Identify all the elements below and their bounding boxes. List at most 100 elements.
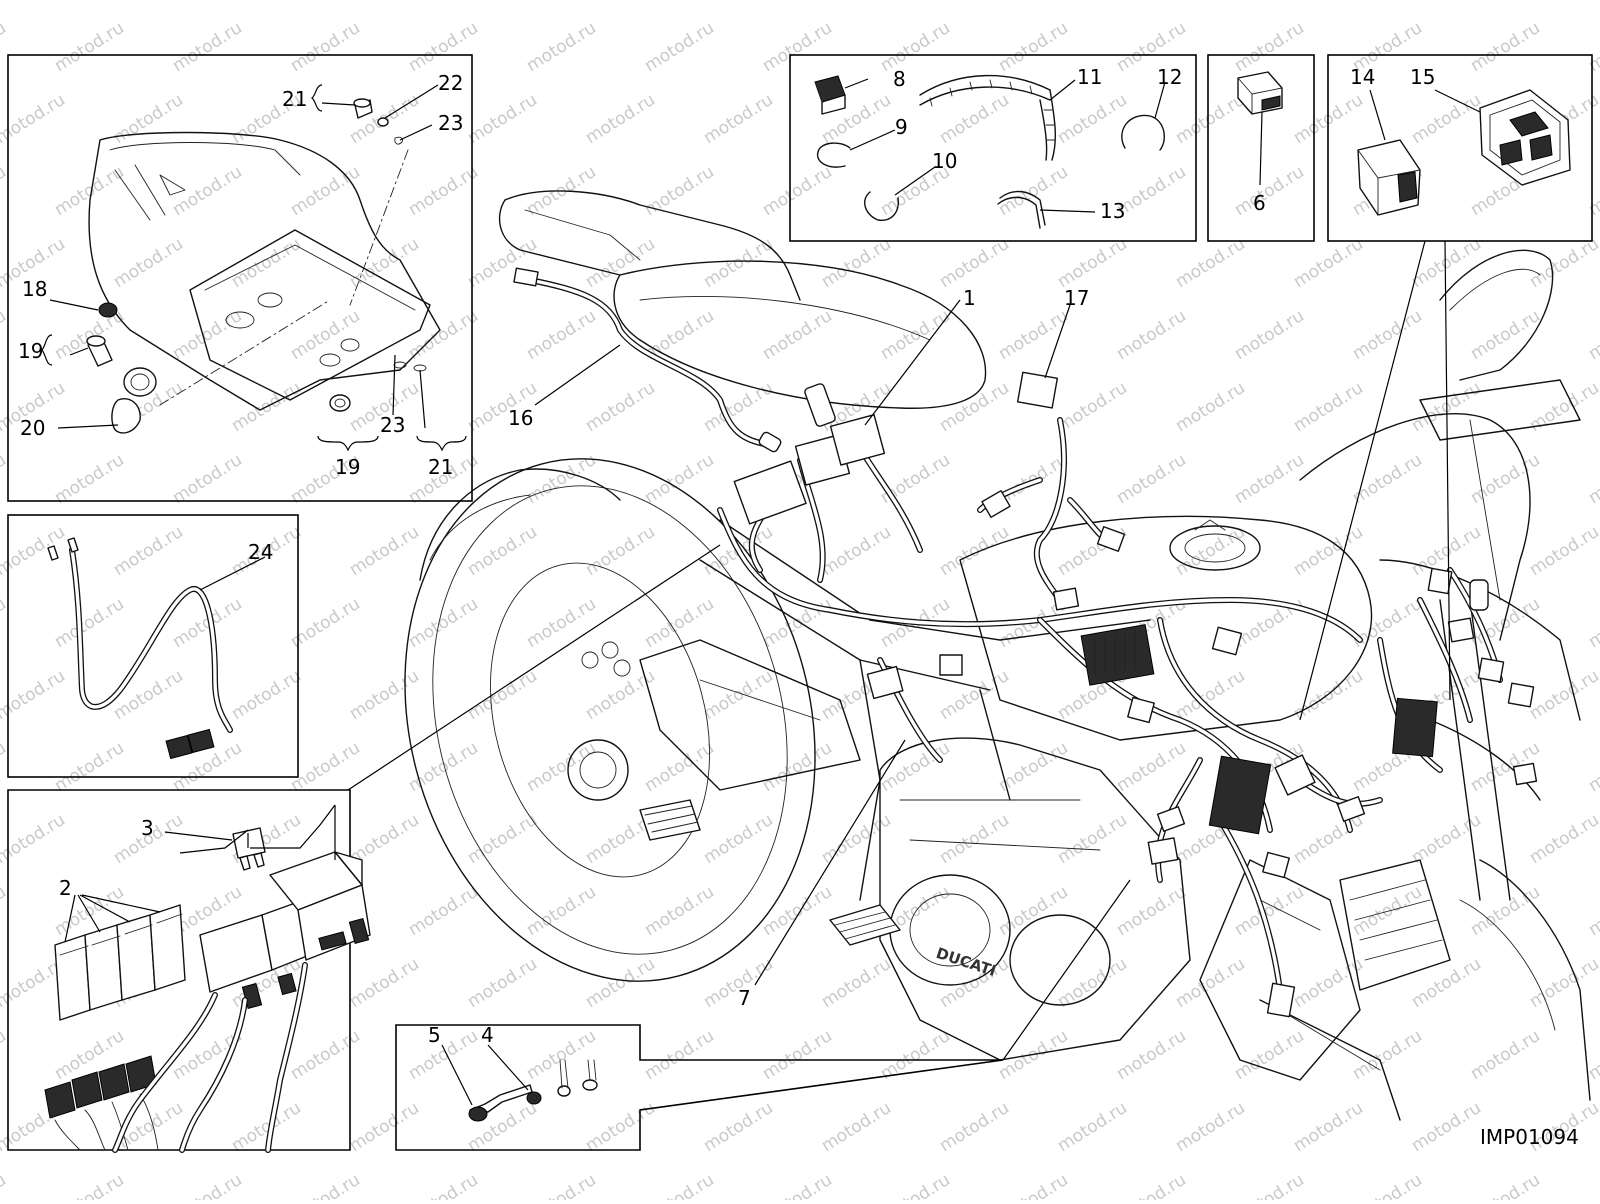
motorcycle-outline: DUCATI [404,190,1591,1121]
watermark-text: motod.ru [1408,90,1485,148]
watermark-text: motod.ru [110,522,187,580]
watermark-text: motod.ru [995,1170,1072,1200]
watermark-text: motod.ru [346,1098,423,1156]
callout-24: 24 [248,540,273,564]
watermark-text: motod.ru [1526,234,1600,292]
watermark-text: motod.ru [1349,1026,1426,1084]
watermark-text: motod.ru [0,1170,10,1200]
watermark-text: motod.ru [110,234,187,292]
watermark-text: motod.ru [641,882,718,940]
callout-21-top: 21 [282,87,307,111]
watermark-text: motod.ru [51,738,128,796]
watermark-text: motod.ru [1467,450,1544,508]
watermark-text: motod.ru [1585,450,1600,508]
watermark-text: motod.ru [818,522,895,580]
watermark-text: motod.ru [228,0,305,4]
watermark-text: motod.ru [405,306,482,364]
watermark-text: motod.ru [405,738,482,796]
watermark-text: motod.ru [464,90,541,148]
watermark-text: motod.ru [1054,0,1131,4]
watermark-text: motod.ru [1585,1170,1600,1200]
watermark-text: motod.ru [464,810,541,868]
callout-7: 7 [738,986,751,1010]
watermark-text: motod.ru [641,18,718,76]
watermark-text: motod.ru [1054,522,1131,580]
watermark-text: motod.ru [1408,0,1485,4]
watermark-text: motod.ru [936,0,1013,4]
watermark-text: motod.ru [641,450,718,508]
callout-16: 16 [508,406,533,430]
callout-13: 13 [1100,199,1125,223]
watermark-text: motod.ru [169,450,246,508]
watermark-text: motod.ru [0,522,69,580]
watermark-text: motod.ru [405,594,482,652]
watermark-text: motod.ru [169,18,246,76]
watermark-text: motod.ru [0,666,69,724]
watermark-text: motod.ru [1526,666,1600,724]
watermark-text: motod.ru [523,738,600,796]
watermark-text: motod.ru [169,1170,246,1200]
watermark-text: motod.ru [641,1170,718,1200]
watermark-text: motod.ru [1113,738,1190,796]
watermark-text: motod.ru [936,522,1013,580]
watermark-text: motod.ru [936,1098,1013,1156]
watermark-text: motod.ru [1585,306,1600,364]
watermark-text: motod.ru [1054,378,1131,436]
callout-20: 20 [20,416,45,440]
watermark-text: motod.ru [287,162,364,220]
watermark-text: motod.ru [759,1170,836,1200]
watermark-text: motod.ru [0,90,69,148]
watermark-text: motod.ru [51,450,128,508]
watermark-text: motod.ru [346,234,423,292]
watermark-text: motod.ru [228,234,305,292]
watermark-text: motod.ru [169,306,246,364]
watermark-text: motod.ru [464,1098,541,1156]
watermark-text: motod.ru [464,666,541,724]
watermark-text: motod.ru [287,1026,364,1084]
watermark-text: motod.ru [0,0,69,4]
callout-9: 9 [895,115,908,139]
callout-3: 3 [141,816,154,840]
detail-box-fuses-relays [7,789,371,1153]
watermark-text: motod.ru [818,954,895,1012]
watermark-text: motod.ru [700,234,777,292]
harness-connectors [513,267,1538,1018]
watermark-text: motod.ru [582,0,659,4]
watermark-text: motod.ru [523,18,600,76]
watermark-text: motod.ru [936,378,1013,436]
watermark-text: motod.ru [1526,810,1600,868]
watermark-text: motod.ru [1231,162,1308,220]
watermark-text: motod.ru [759,306,836,364]
watermark-text: motod.ru [405,162,482,220]
watermark-text: motod.ru [700,666,777,724]
watermark-text: motod.ru [346,954,423,1012]
callout-2: 2 [59,876,72,900]
watermark-text: motod.ru [1290,0,1367,4]
watermark-text: motod.ru [1172,90,1249,148]
callout-11: 11 [1077,65,1102,89]
watermark-text: motod.ru [759,882,836,940]
watermark-text: motod.ru [1172,0,1249,4]
watermark-text: motod.ru [1408,954,1485,1012]
watermark-text: motod.ru [582,522,659,580]
watermark-text: motod.ru [818,1098,895,1156]
watermark-text: motod.ru [995,18,1072,76]
watermark-text: motod.ru [1585,738,1600,796]
callout-18: 18 [22,277,47,301]
callout-6: 6 [1253,191,1266,215]
watermark-text: motod.ru [1231,306,1308,364]
callout-15: 15 [1410,65,1435,89]
watermark-text: motod.ru [1113,1170,1190,1200]
watermark-text: motod.ru [1172,522,1249,580]
watermark-text: motod.ru [1290,522,1367,580]
watermark-text: motod.ru [1231,1026,1308,1084]
callout-5: 5 [428,1023,441,1047]
detail-box-tail-tray [7,54,473,502]
watermark-text: motod.ru [995,162,1072,220]
watermark-text: motod.ru [464,0,541,4]
watermark-text: motod.ru [346,666,423,724]
watermark-text: motod.ru [287,1170,364,1200]
callout-19-bottom: 19 [335,455,360,479]
watermark-text: motod.ru [641,594,718,652]
